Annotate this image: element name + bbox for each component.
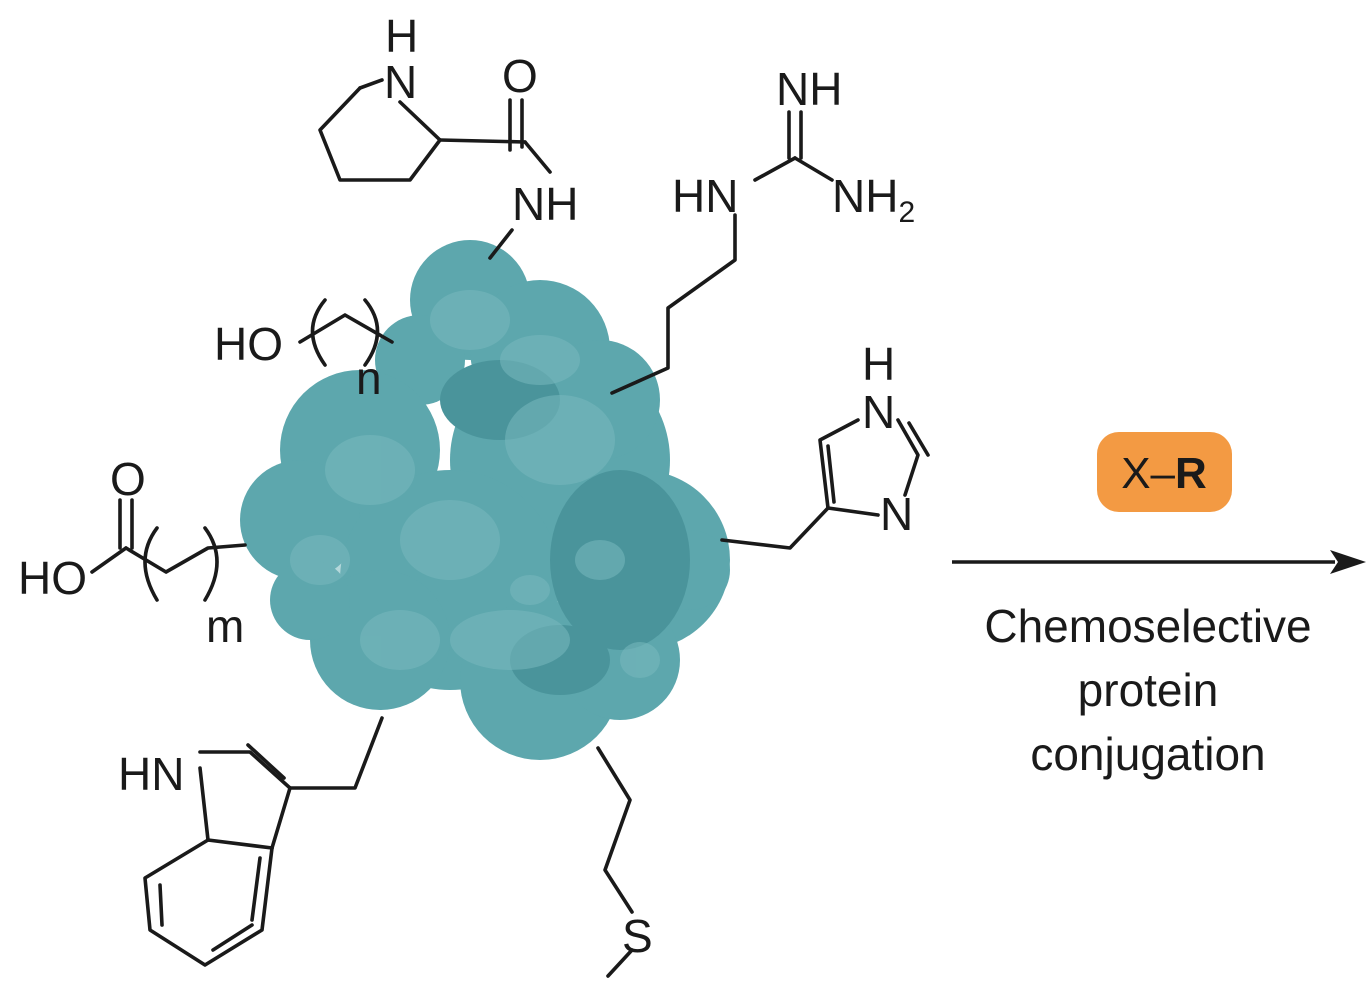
methionine-side-chain: S: [596, 746, 653, 978]
condition-line-3: conjugation: [1030, 728, 1265, 780]
proline-ring-n: N: [384, 56, 417, 108]
arginine-side-chain: NH HN NH2: [610, 63, 915, 395]
arrow-head: [1330, 550, 1366, 574]
methionine-sulfur: S: [622, 910, 653, 962]
condition-line-1: Chemoselective: [984, 600, 1311, 652]
proline-ring-h: H: [385, 10, 418, 62]
hydroxyl-side-chain: HO n: [214, 298, 394, 404]
carboxyl-index-m: m: [206, 600, 244, 652]
histidine-nh-h: H: [862, 338, 895, 390]
protein-highlights: [290, 290, 660, 678]
proline-side-chain: N H O NH: [318, 10, 578, 260]
arginine-imine: NH: [776, 63, 842, 115]
proline-amide-nh: NH: [512, 178, 578, 230]
histidine-n: N: [880, 488, 913, 540]
hydroxyl-label: HO: [214, 318, 283, 370]
arginine-nh2: NH2: [832, 170, 915, 229]
carboxyl-carbonyl-o: O: [110, 453, 146, 505]
tryptophan-nh: HN: [118, 748, 184, 800]
histidine-nh-n: N: [862, 386, 895, 438]
hydroxyl-index-n: n: [356, 352, 382, 404]
protein-blob: [240, 240, 730, 760]
reaction-arrow: [952, 550, 1366, 574]
tryptophan-side-chain: HN: [118, 716, 384, 967]
reagent-box: [1097, 432, 1232, 512]
proline-carbonyl-o: O: [502, 50, 538, 102]
carboxyl-hydroxyl: HO: [18, 552, 87, 604]
condition-line-2: protein: [1078, 664, 1219, 716]
histidine-side-chain: N H N: [720, 338, 930, 550]
reagent-label: X–R: [1121, 449, 1207, 498]
reagent-badge: X–R: [1097, 432, 1232, 512]
arginine-amine: HN: [672, 170, 738, 222]
carboxyl-side-chain: O HO m: [18, 453, 247, 652]
reaction-conditions: Chemoselective protein conjugation: [984, 600, 1311, 780]
